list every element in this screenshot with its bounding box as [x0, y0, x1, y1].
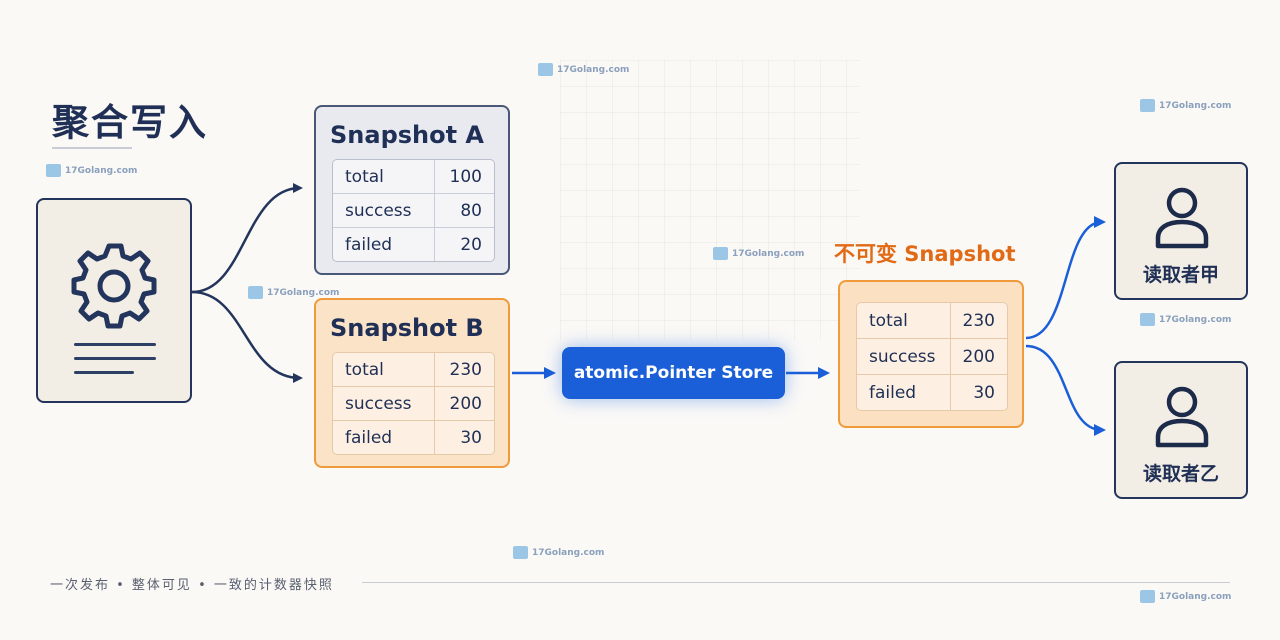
immutable-snapshot-table: total 230 success 200 failed 30 — [856, 302, 1008, 411]
reader-card-2: 读取者乙 — [1114, 361, 1248, 499]
watermark-logo-icon — [713, 247, 728, 260]
writer-card — [36, 198, 192, 403]
metric-key: failed — [857, 375, 951, 410]
snapshot-a-card: Snapshot A total 100 success 80 failed 20 — [314, 105, 510, 275]
watermark: 17Golang.com — [46, 164, 137, 177]
metric-key: total — [333, 160, 435, 193]
user-icon — [1155, 386, 1209, 448]
watermark-logo-icon — [1140, 590, 1155, 603]
gear-icon — [71, 243, 157, 329]
arrow-to-snapshot-a — [191, 183, 303, 294]
watermark: 17Golang.com — [1140, 99, 1231, 112]
watermark: 17Golang.com — [1140, 590, 1231, 603]
document-line — [74, 357, 156, 360]
watermark-logo-icon — [538, 63, 553, 76]
footer-divider — [362, 582, 1230, 583]
snapshot-b-card: Snapshot B total 230 success 200 failed 30 — [314, 298, 510, 468]
arrow-to-reader-2 — [1025, 344, 1106, 436]
metric-key: success — [857, 339, 951, 374]
table-row: total 230 — [333, 353, 494, 387]
metric-value: 200 — [962, 346, 995, 367]
table-row: success 80 — [333, 194, 494, 228]
table-row: failed 30 — [857, 375, 1007, 410]
metric-key: total — [857, 303, 951, 338]
table-row: total 100 — [333, 160, 494, 194]
watermark: 17Golang.com — [513, 546, 604, 559]
document-line — [74, 371, 134, 374]
metric-value: 30 — [973, 382, 995, 403]
arrow-to-reader-1 — [1025, 216, 1106, 340]
user-icon — [1155, 187, 1209, 249]
immutable-snapshot-card: total 230 success 200 failed 30 — [838, 280, 1024, 428]
metric-value: 20 — [460, 234, 482, 255]
metric-value: 230 — [962, 310, 995, 331]
page-title: 聚合写入 — [52, 101, 208, 144]
snapshot-a-table: total 100 success 80 failed 20 — [332, 159, 495, 262]
title-divider — [52, 147, 132, 149]
watermark: 17Golang.com — [538, 63, 629, 76]
metric-value: 200 — [449, 393, 482, 414]
watermark-logo-icon — [1140, 313, 1155, 326]
watermark: 17Golang.com — [713, 247, 804, 260]
watermark-logo-icon — [513, 546, 528, 559]
metric-key: success — [333, 194, 435, 227]
arrow-to-snapshot-b — [191, 290, 303, 383]
reader-card-1: 读取者甲 — [1114, 162, 1248, 300]
snapshot-b-table: total 230 success 200 failed 30 — [332, 352, 495, 455]
atomic-store-box: atomic.Pointer Store — [562, 347, 785, 399]
reader-label: 读取者甲 — [1142, 264, 1219, 286]
metric-key: total — [333, 353, 435, 386]
table-row: total 230 — [857, 303, 1007, 339]
metric-key: failed — [333, 421, 435, 454]
watermark-logo-icon — [1140, 99, 1155, 112]
immutable-snapshot-title: 不可变 Snapshot — [834, 242, 1016, 266]
watermark: 17Golang.com — [248, 286, 339, 299]
table-row: success 200 — [857, 339, 1007, 375]
reader-label: 读取者乙 — [1142, 463, 1219, 485]
footer-caption: 一次发布 • 整体可见 • 一致的计数器快照 — [50, 578, 334, 593]
watermark-logo-icon — [46, 164, 61, 177]
table-row: failed 30 — [333, 421, 494, 454]
metric-key: success — [333, 387, 435, 420]
metric-value: 30 — [460, 427, 482, 448]
metric-value: 100 — [449, 166, 482, 187]
metric-value: 80 — [460, 200, 482, 221]
document-line — [74, 343, 156, 346]
table-row: success 200 — [333, 387, 494, 421]
table-row: failed 20 — [333, 228, 494, 261]
watermark: 17Golang.com — [1140, 313, 1231, 326]
background-grid — [560, 60, 860, 340]
watermark-logo-icon — [248, 286, 263, 299]
metric-value: 230 — [449, 359, 482, 380]
metric-key: failed — [333, 228, 435, 261]
snapshot-b-title: Snapshot B — [330, 314, 484, 342]
snapshot-a-title: Snapshot A — [330, 121, 485, 149]
